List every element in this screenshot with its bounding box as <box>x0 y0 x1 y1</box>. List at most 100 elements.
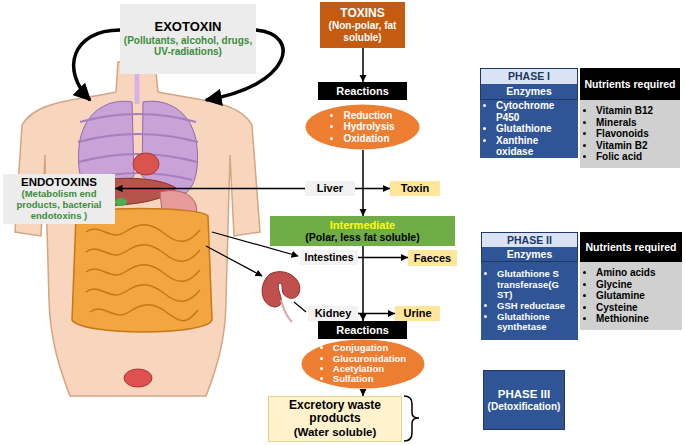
intestine-fold <box>86 285 200 302</box>
node-text: EXOTOXIN <box>155 20 222 35</box>
reaction-ellipse: ReductionHydrolysisOxidation <box>305 104 420 150</box>
list-item: Reduction <box>343 110 394 122</box>
node-text: ENDOTOXINS <box>21 176 97 189</box>
node-text: (Non-polar, fat soluble) <box>323 20 402 43</box>
list-item: Glutathione <box>496 123 575 135</box>
bullet-list: Vitamin B12MineralsFlavonoidsVitamin B2F… <box>583 105 653 163</box>
organ-box: Liver <box>305 181 355 196</box>
flow-arrow <box>355 188 390 190</box>
flow-arrow <box>362 246 364 321</box>
list-item: GSH reductase <box>497 301 575 312</box>
list-item: Oxidation <box>343 133 394 145</box>
list-item: Glucuronidation <box>333 354 406 364</box>
node-text: Nutrients required <box>585 241 676 253</box>
bullet-list: Amino acidsGlycineGlutamineCysteineMethi… <box>583 267 655 325</box>
nutrient-header: Nutrients required <box>580 232 682 262</box>
node-text: Excretory waste products <box>272 399 398 427</box>
organ-box: Kidney <box>308 306 358 321</box>
node-text: Liver <box>317 182 343 195</box>
list-item: Vitamin B2 <box>596 140 653 152</box>
intestine-fold <box>86 245 200 262</box>
body-silhouette <box>15 62 260 396</box>
curved-arrow <box>74 30 120 100</box>
list-item: Glutathione synthetase <box>497 312 575 333</box>
nutrient-header: Nutrients required <box>580 68 680 100</box>
list-item: Amino acids <box>596 267 655 279</box>
organ-box: Intestines <box>300 250 358 265</box>
enzyme-list: Glutathione S transferase(G ST)GSH reduc… <box>481 262 578 340</box>
list-item: Vitamin B12 <box>596 105 653 117</box>
list-item: Flavonoids <box>596 128 653 140</box>
reaction-header: Reactions <box>318 321 407 339</box>
bladder <box>124 369 152 387</box>
bullet-list: ReductionHydrolysisOxidation <box>330 110 394 145</box>
source-box: ENDOTOXINS(Metabolism end products, bact… <box>3 174 115 224</box>
node-text: (Water soluble) <box>294 426 377 439</box>
flow-arrow <box>358 257 408 259</box>
list-item: Xanthine oxidase <box>496 135 575 158</box>
node-text: Enzymes <box>482 247 577 261</box>
list-item: Cysteine <box>596 302 655 314</box>
node-text: Enzymes <box>481 84 577 99</box>
bullet-list: Glutathione S transferase(G ST)GSH reduc… <box>484 269 575 333</box>
intestine-fold <box>86 225 200 242</box>
list-item: Glycine <box>596 279 655 291</box>
output-box: Urine <box>395 306 440 321</box>
node-text: Nutrients required <box>584 78 675 90</box>
toxin-box: TOXINS(Non-polar, fat soluble) <box>320 2 405 48</box>
node-text: (Detoxification) <box>488 401 561 413</box>
flow-arrow <box>362 389 364 396</box>
node-text: Toxin <box>401 182 430 195</box>
flow-arrow <box>362 48 364 82</box>
node-text: Reactions <box>336 85 389 98</box>
intestine-fold <box>86 265 200 282</box>
node-text: Intermediate <box>330 219 395 232</box>
ellipse-shape <box>306 105 420 150</box>
rib <box>78 134 198 142</box>
ellipse-shape <box>302 340 425 389</box>
phase-header: PHASE IIEnzymes <box>481 232 578 262</box>
list-item: Methionine <box>596 313 655 325</box>
node-text: Reactions <box>336 324 389 337</box>
reaction-header: Reactions <box>318 82 407 100</box>
node-text: Faeces <box>414 252 451 265</box>
nutrient-list: Amino acidsGlycineGlutamineCysteineMethi… <box>580 262 682 330</box>
node-text: Intestines <box>304 251 353 263</box>
list-item: Acetylation <box>333 364 406 374</box>
list-item: Conjugation <box>333 343 406 353</box>
node-text: PHASE II <box>482 233 577 247</box>
reaction-ellipse: ConjugationGlucuronidationAcetylationSul… <box>301 339 425 389</box>
node-text: Kidney <box>315 307 352 320</box>
source-box: EXOTOXIN(Pollutants, alcohol, drugs, UV-… <box>120 4 256 74</box>
node-text: Urine <box>403 307 431 320</box>
phase-box: PHASE III(Detoxification) <box>483 370 565 430</box>
intestine-fold <box>90 305 198 321</box>
enzyme-list: Cytochrome P450GlutathioneXanthine oxida… <box>480 100 578 158</box>
node-text: (Pollutants, alcohol, drugs, UV-radiatio… <box>123 35 253 58</box>
heart <box>133 153 159 175</box>
list-item: Cytochrome P450 <box>496 100 575 123</box>
list-item: Glutamine <box>596 290 655 302</box>
curly-bracket <box>404 396 419 441</box>
phase-header: PHASE IEnzymes <box>480 68 578 100</box>
list-item: Glutathione S transferase(G ST) <box>497 269 575 301</box>
leader-arrow <box>206 246 262 276</box>
flow-arrow <box>358 313 395 315</box>
gallbladder <box>115 198 127 206</box>
product-box: Excretory waste products(Water soluble) <box>268 396 402 442</box>
list-item: Minerals <box>596 117 653 129</box>
intermediate-box: Intermediate(Polar, less fat soluble) <box>270 216 455 246</box>
output-box: Faeces <box>408 250 457 266</box>
bullet-list: Cytochrome P450GlutathioneXanthine oxida… <box>483 100 575 158</box>
flow-arrow <box>115 188 305 190</box>
intestines <box>72 209 212 333</box>
output-box: Toxin <box>390 181 440 196</box>
list-item: Sulfation <box>333 374 406 384</box>
ureter <box>281 300 292 322</box>
leader-line <box>294 302 306 312</box>
list-item: Hydrolysis <box>343 121 394 133</box>
node-text: TOXINS <box>340 7 384 21</box>
list-item: Folic acid <box>596 151 653 163</box>
node-text: (Metabolism end products, bacterial endo… <box>6 189 112 222</box>
